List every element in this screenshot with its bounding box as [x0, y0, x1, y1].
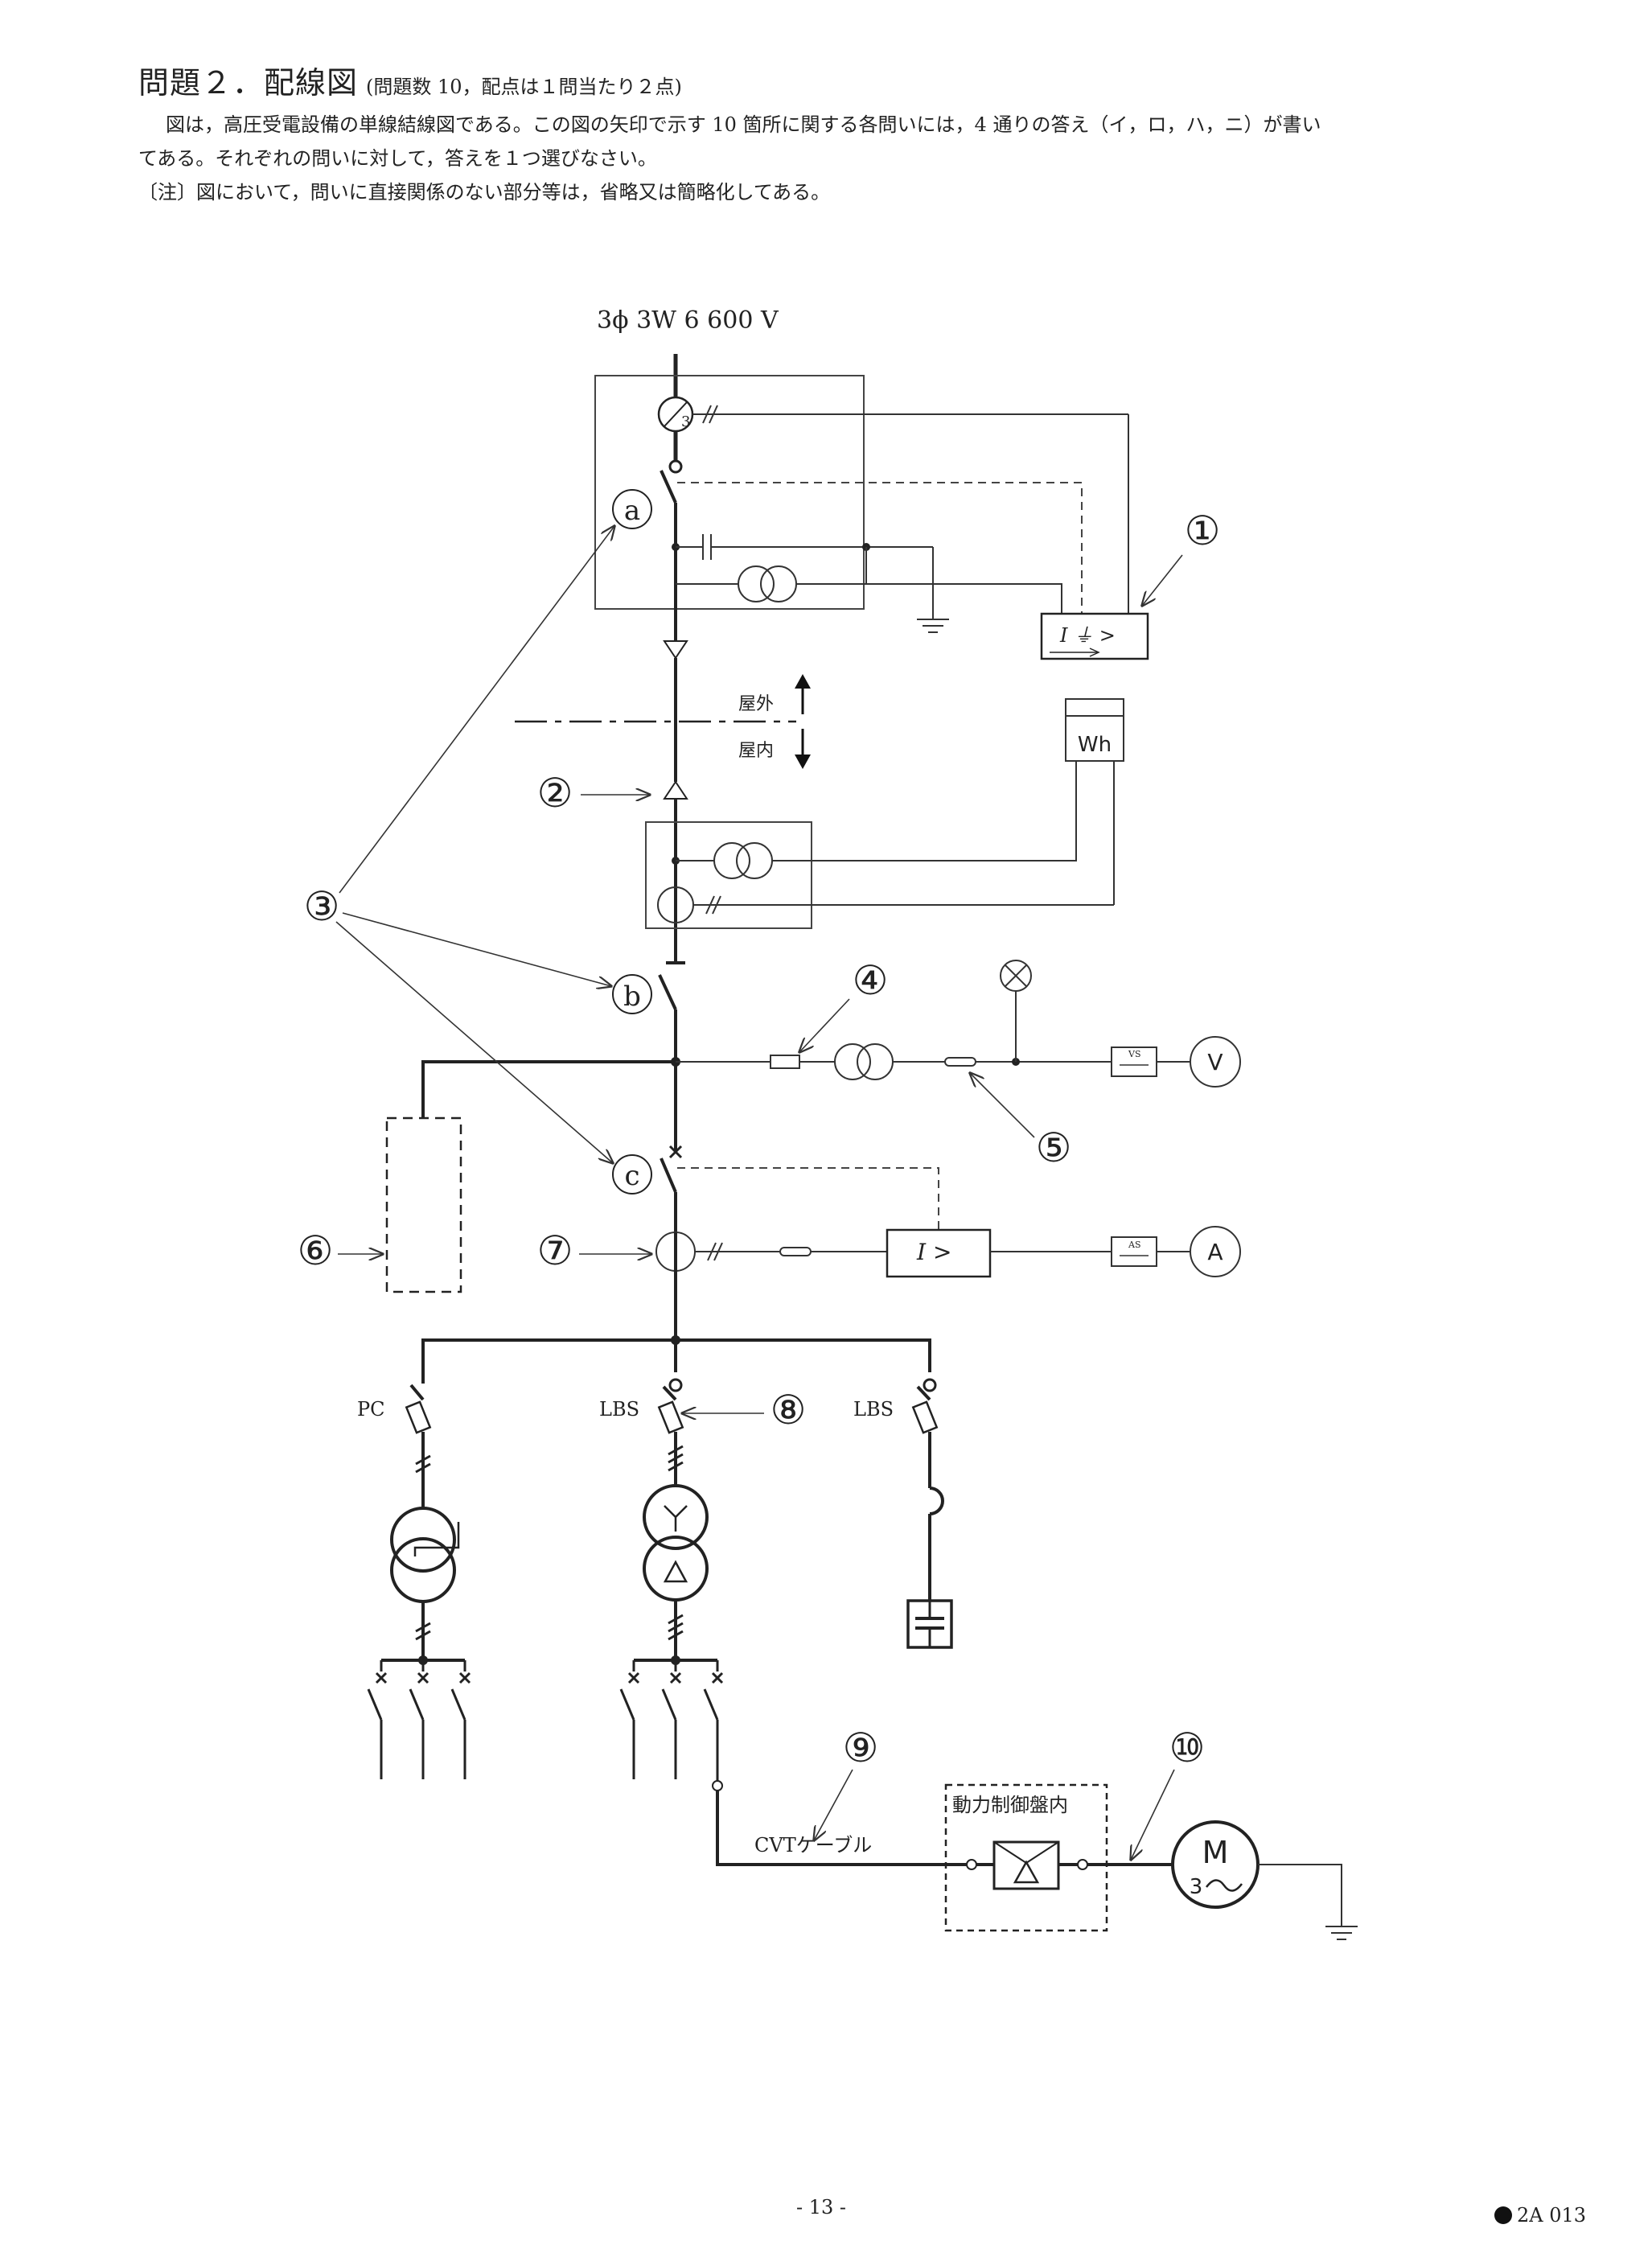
- callout-10: ⑩: [1169, 1725, 1206, 1771]
- callout-5: ⑤: [1036, 1125, 1072, 1171]
- instruction-line-1: 図は，高圧受電設備の単線結線図である。この図の矢印で示す 10 箇所に関する各問…: [166, 113, 1321, 136]
- ground-relay-box: [1040, 612, 1149, 660]
- vct-enclosure: [645, 821, 812, 929]
- callout-leaders: [335, 526, 1183, 1860]
- svg-text:b: b: [623, 981, 641, 1013]
- cvt-cable: [716, 1791, 972, 1866]
- pc-breakers: [367, 1671, 471, 1779]
- overcurrent-relay-box: [886, 1228, 992, 1278]
- vt-icon: [834, 1043, 871, 1080]
- lbs1-breakers: [619, 1671, 724, 1781]
- vct-vt-icon: [713, 842, 750, 879]
- lbs1-label: LBS: [599, 1398, 639, 1421]
- ct-terminal-icon: [779, 1247, 812, 1256]
- lbs1-switch-blade: [662, 1385, 677, 1401]
- ac-wave-icon: [1206, 1879, 1243, 1892]
- callout-3: ③: [304, 883, 340, 930]
- zct-ratio: 3: [681, 413, 690, 430]
- page-number: - 13 -: [796, 2196, 847, 2218]
- lbs2-label: LBS: [853, 1398, 894, 1421]
- pc-label: PC: [357, 1398, 385, 1421]
- series-reactor-icon: [929, 1486, 944, 1515]
- pc-switch-blade: [409, 1384, 425, 1401]
- outdoor-label: 屋外: [738, 694, 774, 714]
- lightning-arrester-box: [385, 1116, 462, 1293]
- label-c: [612, 1154, 652, 1195]
- as-label: AS: [1128, 1240, 1140, 1250]
- ammeter-label: A: [1207, 1239, 1223, 1265]
- lbs1-fuse-icon: [657, 1400, 684, 1434]
- svg-text:a: a: [624, 495, 640, 527]
- inverter-icon: [1013, 1860, 1040, 1884]
- delta-winding-icon: [663, 1560, 688, 1583]
- motor-label: M: [1202, 1835, 1229, 1870]
- problem-title: 問題２．配線図: [138, 65, 359, 101]
- ammeter-icon: [1190, 1226, 1241, 1277]
- ground-relay-label: I ⏚ >: [1059, 624, 1116, 647]
- pas-terminal-icon: [668, 459, 683, 474]
- vcb-trip-link: [677, 1167, 939, 1230]
- indoor-label: 屋内: [738, 741, 774, 761]
- callout-9: ⑨: [843, 1725, 879, 1771]
- lbs2-switch-blade: [916, 1385, 931, 1401]
- voltmeter-switch-box: [1111, 1046, 1157, 1077]
- bullet-dot-icon: [1494, 2206, 1512, 2224]
- cable-label: CVTケーブル: [754, 1834, 872, 1857]
- watt-hour-meter: [1065, 698, 1124, 762]
- pas-enclosure: [594, 375, 865, 610]
- exam-code-text: 2A 013: [1517, 2204, 1587, 2227]
- instruction-line-2: てある。それぞれの問いに対して，答えを１つ選びなさい。: [138, 147, 657, 170]
- tf-fuse-icon: [944, 1057, 976, 1067]
- cable-head-outdoor-icon: [663, 640, 688, 660]
- power-control-panel: [944, 1783, 1108, 1932]
- overcurrent-relay-label: I >: [916, 1239, 951, 1265]
- panel-label: 動力制御盤内: [952, 1794, 1068, 1816]
- cable-head-indoor-icon: [663, 780, 688, 800]
- vcb-switch-blade: [660, 1158, 677, 1193]
- callout-6: ⑥: [298, 1227, 334, 1274]
- pas-trip-link: [677, 482, 1083, 614]
- callout-7: ⑦: [537, 1227, 573, 1274]
- label-a: [612, 489, 652, 529]
- zpd-transformer-icon: [738, 565, 775, 602]
- motor-phase-label: 3: [1190, 1875, 1203, 1899]
- page-heading: 問題２．配線図 (問題数 10，配点は１問当たり２点): [138, 58, 682, 102]
- ds-switch-blade: [658, 974, 677, 1010]
- instructions: 図は，高圧受電設備の単線結線図である。この図の矢印で示す 10 箇所に関する各問…: [138, 108, 1522, 209]
- exam-code: 2A 013: [1494, 2204, 1586, 2227]
- callout-2: ②: [537, 770, 573, 816]
- lbs2-fuse-icon: [911, 1400, 939, 1434]
- pc-fuse-icon: [405, 1400, 432, 1434]
- label-b: [612, 974, 652, 1014]
- zct-slash: [664, 401, 688, 427]
- callout-8: ⑧: [771, 1387, 807, 1433]
- watt-hour-label: Wh: [1078, 733, 1112, 757]
- callout-4: ④: [853, 957, 889, 1004]
- wye-winding-icon: [664, 1505, 688, 1532]
- voltmeter-label: V: [1207, 1049, 1223, 1075]
- voltmeter-icon: [1190, 1036, 1241, 1088]
- supply-voltage-label: 3ϕ 3W 6 600 V: [597, 306, 779, 335]
- instruction-note: 〔注〕図において，問いに直接関係のない部分等は，省略又は簡略化してある。: [138, 181, 831, 204]
- pf-fuse-icon: [770, 1055, 800, 1069]
- problem-subtitle: (問題数 10，配点は１問当たり２点): [366, 76, 682, 98]
- callout-1: ①: [1185, 508, 1221, 554]
- svg-text:c: c: [624, 1160, 639, 1192]
- pas-switch-blade: [660, 470, 677, 504]
- vs-label: VS: [1128, 1049, 1140, 1059]
